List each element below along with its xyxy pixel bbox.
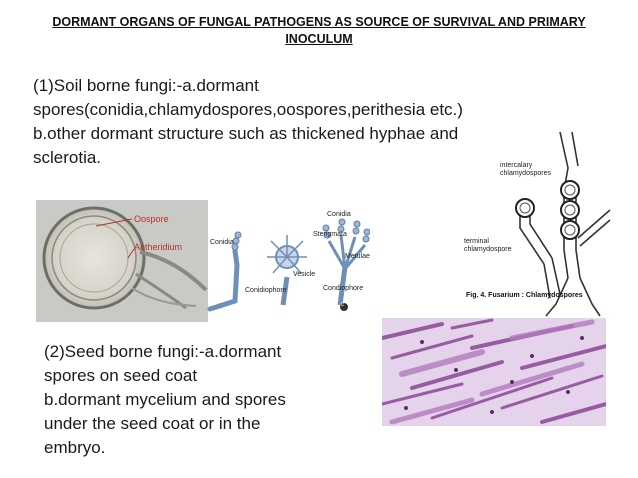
vesicle-label: Vesicle [293,271,316,278]
oospore-drawing [36,200,208,322]
oospore-micrograph: Oospore Antheridium [36,200,208,322]
seed-tissue-micrograph [380,318,608,426]
fusarium-chlamydospores-diagram: intercalary chlamydospores terminal chla… [460,128,615,318]
conidiophore-diagram: Conidia Conidiophore Conidia Sterigmata … [205,205,371,317]
sterigmata-label: Sterigmata [313,231,347,238]
conidia-left-label: Conidia [210,239,234,246]
conidiophore-right-label: Condiophore [323,285,364,292]
metulae-label: Metulae [345,253,370,260]
oospore-label: Oospore [134,214,169,224]
antheridium-label: Antheridium [134,242,183,252]
figure-marker-c: c [341,302,344,308]
slide-title: DORMANT ORGANS OF FUNGAL PATHOGENS AS SO… [52,15,586,46]
conidiophore-left-label: Conidiophore [245,287,287,294]
tissue-stain-drawing [380,318,608,426]
soil-borne-text: (1)Soil borne fungi:-a.dormant spores(co… [33,76,463,167]
fusarium-drawing [515,131,611,317]
intercalary-label: intercalary chlamydospores [500,162,551,177]
seed-borne-text: (2)Seed borne fungi:-a.dormant spores on… [44,342,286,457]
terminal-label: terminal chlamydospore [464,238,512,253]
fusarium-caption: Fig. 4. Fusarium : Chlamydospores [466,292,583,299]
conidia-top-label: Conidia [327,211,351,218]
conidiophore-drawing [207,218,371,312]
